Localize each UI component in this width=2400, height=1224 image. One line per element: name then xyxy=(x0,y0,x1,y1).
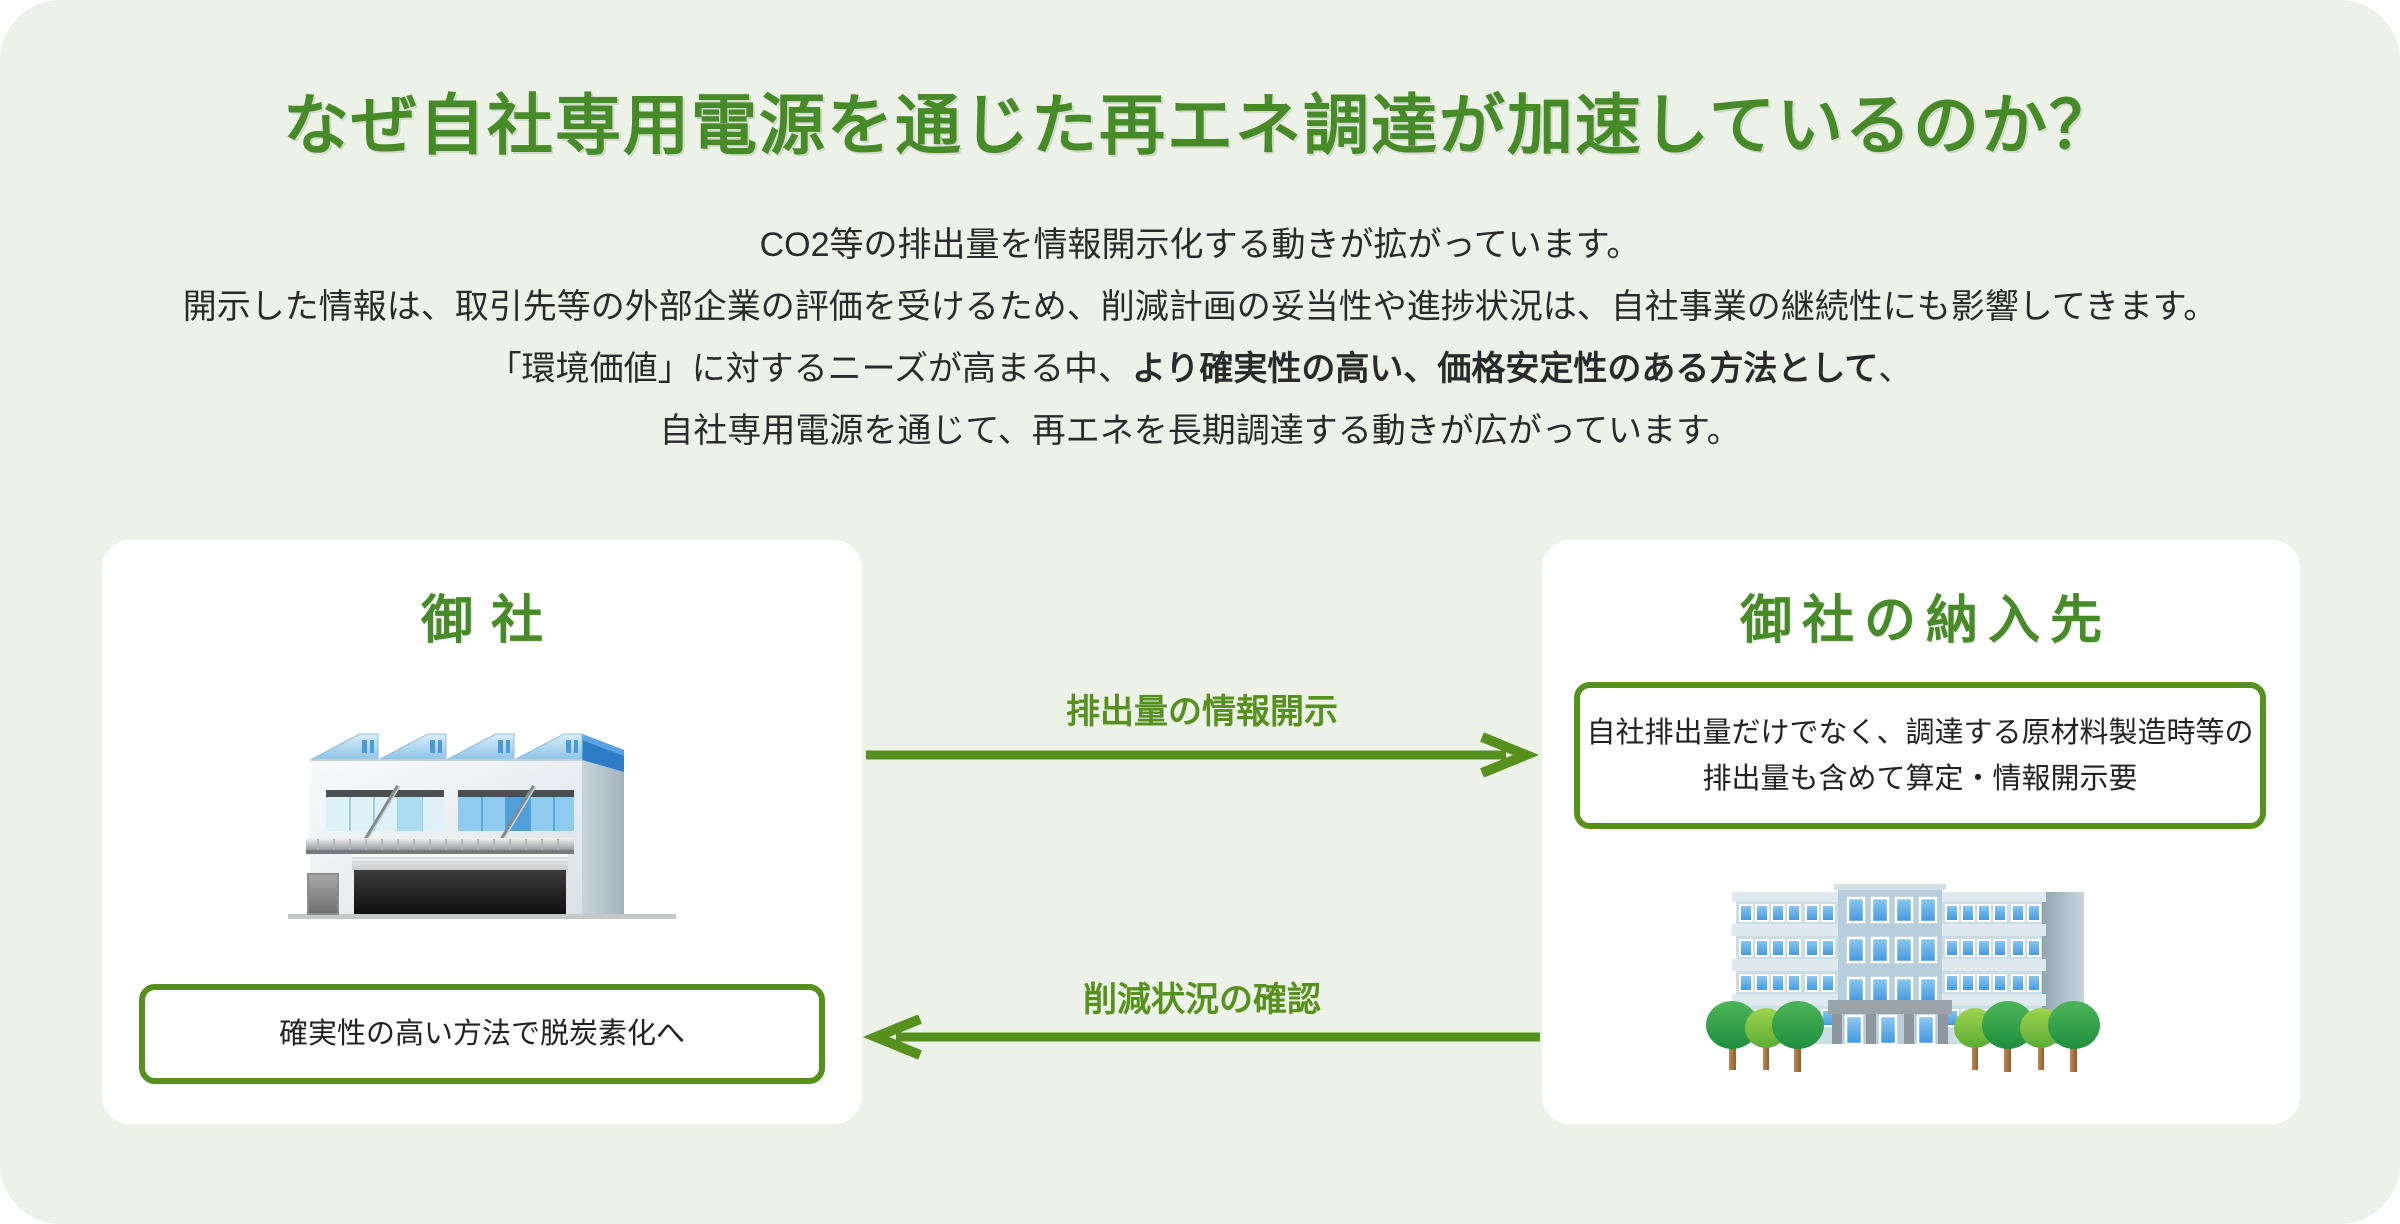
decarbonization-note-box: 確実性の高い方法で脱炭素化へ xyxy=(139,984,825,1084)
decarbonization-note-text: 確実性の高い方法で脱炭素化へ xyxy=(278,1018,685,1050)
disclosure-note-line-1: 自社排出量だけでなく、調達する原材料製造時等の xyxy=(1586,716,2254,749)
page-title: なぜ自社専用電源を通じた再エネ調達が加速しているのか？ xyxy=(282,88,2118,162)
intro-line-2: 開示した情報は、取引先等の外部企業の評価を受けるため、削減計画の妥当性や進捗状況… xyxy=(182,288,2218,326)
intro-line-3-bold: より確実性の高い、価格安定性のある方法として xyxy=(1132,350,1879,388)
customer-card: 御社の納入先 自社排出量だけでなく、調達する原材料製造時等の 排出量も含めて算定… xyxy=(1542,540,2300,1124)
disclosure-note-line-2: 排出量も含めて算定・情報開示要 xyxy=(1702,762,2138,795)
intro-line-1: CO2等の排出量を情報開示化する動きが拡がっています。 xyxy=(759,226,1641,264)
reduction-check-arrow-label: 削減状況の確認 xyxy=(1083,981,1321,1019)
your-company-title: 御社 xyxy=(420,592,561,650)
right-arrow-icon xyxy=(866,733,1538,777)
disclosure-note-box: 自社排出量だけでなく、調達する原材料製造時等の 排出量も含めて算定・情報開示要 xyxy=(1574,682,2266,829)
intro-line-3-tail: 、 xyxy=(1878,350,1913,388)
intro-paragraph: CO2等の排出量を情報開示化する動きが拡がっています。 開示した情報は、取引先等… xyxy=(0,214,2400,462)
office-building-illustration xyxy=(1706,884,2100,1072)
intro-line-3-normal: 「環境価値」に対するニーズが高まる中、 xyxy=(487,350,1132,388)
disclosure-arrow-label: 排出量の情報開示 xyxy=(1066,693,1338,731)
intro-line-3: 「環境価値」に対するニーズが高まる中、より確実性の高い、価格安定性のある方法とし… xyxy=(0,338,2400,400)
intro-line-4: 自社専用電源を通じて、再エネを長期調達する動きが広がっています。 xyxy=(659,412,1741,450)
factory-illustration xyxy=(288,733,676,919)
your-company-card: 御社 xyxy=(102,540,862,1124)
left-arrow-icon xyxy=(862,1015,1540,1059)
customer-title: 御社の納入先 xyxy=(1739,592,2112,650)
